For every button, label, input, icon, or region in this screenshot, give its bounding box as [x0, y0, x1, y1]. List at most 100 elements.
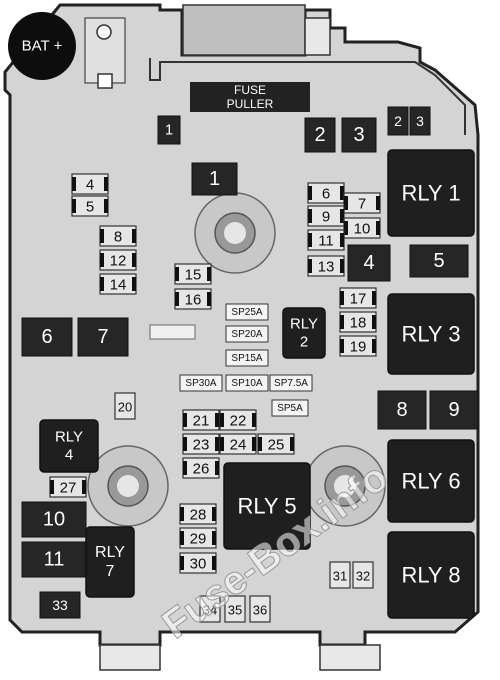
fuse-puller-box: [190, 82, 310, 112]
fuse-f17-clip-right: [372, 291, 376, 305]
fuse-f25-clip-left: [258, 437, 262, 451]
fuse-sp75-label: SP7.5A: [274, 378, 308, 389]
fuse-f2b-dark: [387, 106, 409, 136]
fuse-f27-clip-left: [50, 480, 54, 494]
fuse-f20-label: 20: [118, 400, 132, 415]
fuse-f29-label: 29: [190, 531, 207, 548]
fuse-f29-clip-left: [180, 531, 184, 545]
fuse-f32-body: [352, 561, 374, 589]
fuse-f6b-label: 6: [41, 326, 52, 348]
fuse-sp15-body: [225, 349, 269, 367]
fuse-f13-label: 13: [318, 259, 335, 276]
empty-slot: [149, 324, 196, 340]
fuse-f10-clip-right: [376, 221, 380, 235]
relay-rly7-label-2: 7: [106, 563, 115, 580]
fuse-sp25-label: SP25A: [231, 307, 262, 318]
fuse-f31-body: [329, 561, 351, 589]
relay-rly1-label-1: RLY 1: [401, 181, 460, 206]
battery-label: BAT +: [22, 38, 63, 55]
bottom-latch-left: [99, 644, 161, 671]
fuse-f4b-label: 4: [363, 252, 374, 274]
fuse-f24-clip-right: [252, 437, 256, 451]
fuse-f24-label: 24: [230, 437, 247, 454]
relay-rly2-label-1: RLY: [290, 316, 318, 333]
fuse-f22-label: 22: [230, 413, 247, 430]
relay-rly5-label-1: RLY 5: [237, 494, 296, 519]
fuse-f18-clip-left: [340, 315, 344, 329]
fuse-f25-label: 25: [268, 437, 285, 454]
fuse-f4-clip-left: [72, 177, 76, 191]
left-bolt: [87, 445, 169, 527]
fuse-f22-clip-left: [220, 413, 224, 427]
fuse-f23-clip-left: [183, 437, 187, 451]
fuse-f6-clip-left: [308, 186, 312, 200]
fuse-sp20-body: [225, 325, 269, 343]
relay-rly5: [223, 462, 311, 550]
fuse-f8b-dark: [377, 390, 427, 430]
fuse-f8-clip-left: [100, 229, 104, 243]
fuse-f1b-label: 1: [209, 168, 220, 190]
fuse-sp15-label: SP15A: [231, 353, 262, 364]
fuse-f1a-label: 1: [165, 122, 173, 139]
fuse-puller-label-line1: FUSE: [234, 83, 266, 97]
fuse-f14-clip-left: [100, 277, 104, 291]
fuse-f18-clip-right: [372, 315, 376, 329]
fuse-f32-label: 32: [356, 569, 370, 584]
fuse-f5-clip-left: [72, 199, 76, 213]
fuse-f5-label: 5: [86, 199, 94, 216]
relay-rly7: [85, 526, 135, 598]
fuse-f15-label: 15: [185, 267, 202, 284]
relay-rly1: [387, 149, 475, 237]
fuse-f27-clip-right: [82, 480, 86, 494]
relay-rly6-label-1: RLY 6: [401, 469, 460, 494]
fuse-f3b-label: 3: [416, 113, 424, 129]
fuse-f6-clip-right: [340, 186, 344, 200]
fuse-f7b-dark: [77, 317, 129, 357]
fuse-f15-clip-right: [207, 267, 211, 281]
relay-rly8-label-1: RLY 8: [401, 563, 460, 588]
fuse-f31-label: 31: [333, 569, 347, 584]
fuse-f12-clip-right: [132, 253, 136, 267]
fuse-f25-clip-right: [290, 437, 294, 451]
fuse-f4-label: 4: [86, 177, 94, 194]
fuse-sp5-label: SP5A: [277, 403, 303, 414]
fuse-f19-clip-left: [340, 339, 344, 353]
fuse-f10-clip-left: [344, 221, 348, 235]
fuse-f12-label: 12: [110, 253, 127, 270]
fuse-f33-label: 33: [52, 597, 68, 613]
fuse-f4-clip-right: [104, 177, 108, 191]
fuse-f7b-label: 7: [97, 326, 108, 348]
fuse-f11-clip-right: [340, 233, 344, 247]
fuse-f36-label: 36: [253, 603, 267, 618]
relay-rly8: [387, 531, 475, 619]
relay-rly4: [39, 419, 99, 473]
fuse-f23-label: 23: [193, 437, 210, 454]
fuse-f28-clip-right: [212, 507, 216, 521]
fuse-sp10-label: SP10A: [231, 378, 262, 389]
top-tab-right: [304, 17, 331, 56]
relay-rly2: [282, 307, 326, 359]
fuse-f14-clip-right: [132, 277, 136, 291]
fuse-f36-body: [249, 595, 271, 623]
relay-rly3: [387, 293, 475, 375]
fuse-f22-clip-right: [252, 413, 256, 427]
fuse-f17-clip-left: [340, 291, 344, 305]
fuse-f26-clip-left: [183, 461, 187, 475]
fuse-f3a-label: 3: [353, 124, 364, 146]
fuse-f30-clip-left: [180, 556, 184, 570]
fuse-f10b-dark: [21, 501, 87, 538]
fuse-f5b-dark: [409, 244, 469, 278]
fuse-f28-label: 28: [190, 507, 207, 524]
fuse-f3a-dark: [341, 117, 377, 153]
fuse-f35-body: [224, 595, 246, 623]
fuse-f11b-dark: [21, 541, 87, 578]
fuse-f34-label: 34: [203, 603, 217, 618]
fuse-f2b-label: 2: [394, 113, 402, 129]
relay-rly3-label-1: RLY 3: [401, 322, 460, 347]
fuse-f1a-dark: [157, 115, 181, 145]
battery-terminal-circle: [8, 12, 76, 80]
fuse-f16-clip-right: [207, 292, 211, 306]
fuse-f12-clip-left: [100, 253, 104, 267]
center-bolt: [194, 192, 276, 274]
fuse-f9-clip-left: [308, 209, 312, 223]
